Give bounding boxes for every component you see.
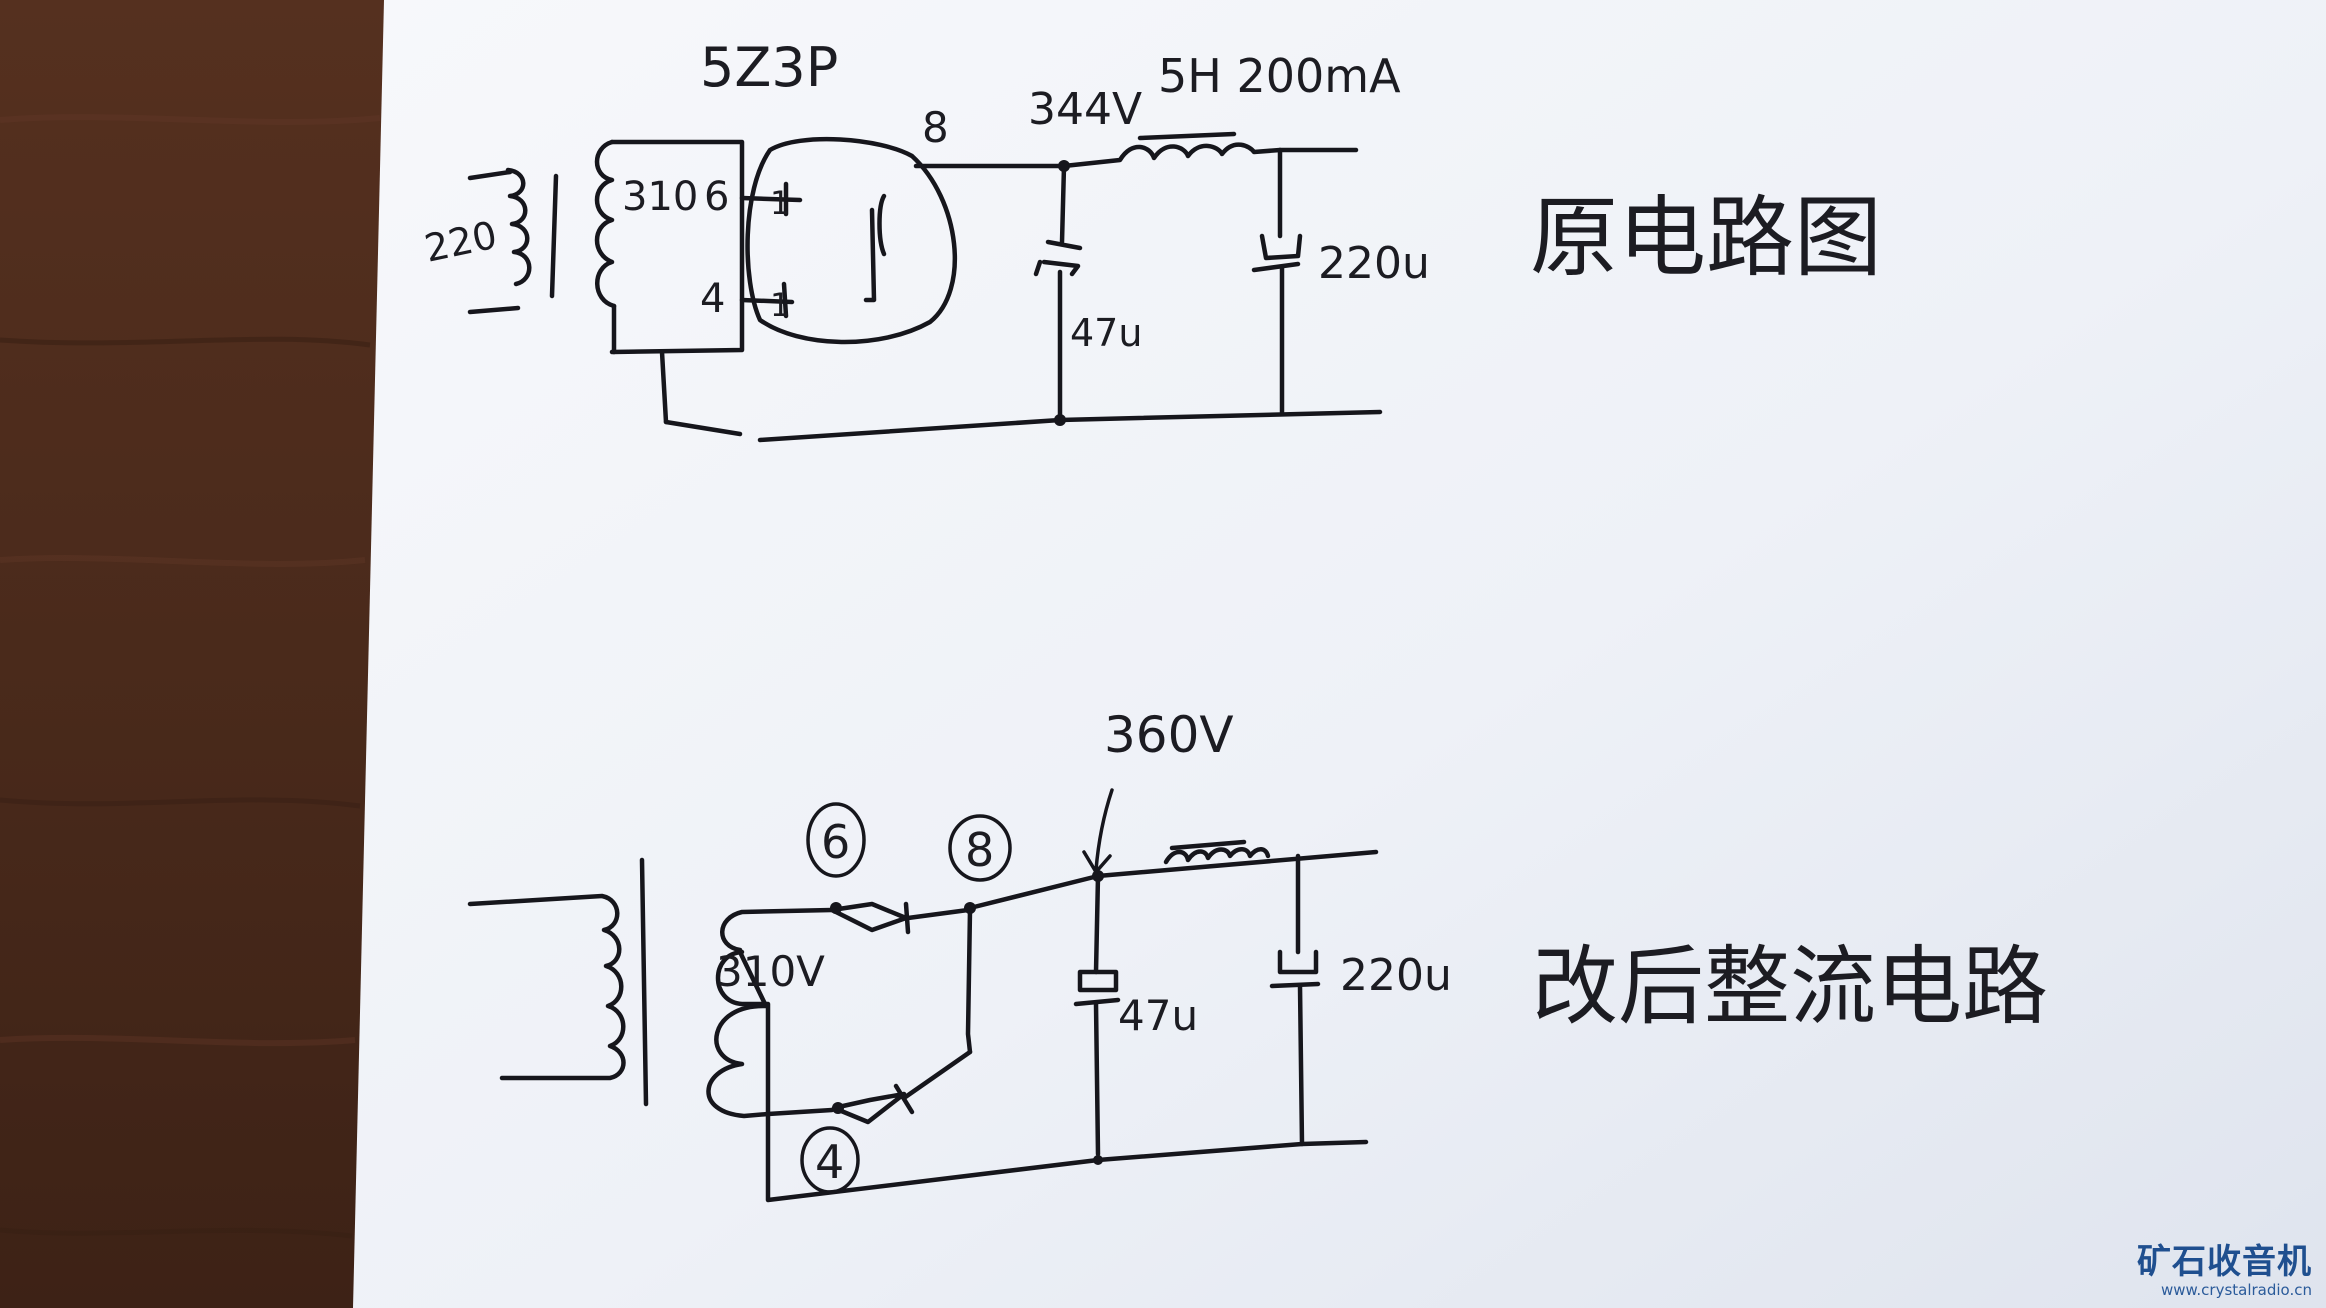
secondary-coil xyxy=(594,139,617,309)
cap-47u-d1 xyxy=(1033,239,1083,277)
tube-label: 5Z3P xyxy=(700,36,838,99)
choke-label: 5H 200mA xyxy=(1158,49,1401,103)
pin-6-label: 6 xyxy=(704,174,729,220)
voltage-344-label: 344V xyxy=(1028,84,1142,135)
secondary-voltage-label-d2: 310V xyxy=(716,947,825,996)
voltage-arrow xyxy=(1082,788,1114,874)
watermark-site-name: 矿石收音机 xyxy=(2137,1242,2312,1282)
node-4-circle xyxy=(800,1126,860,1194)
paper-sheet xyxy=(353,0,2326,1308)
pin-4-label: 4 xyxy=(700,276,725,322)
secondary-coil-d2 xyxy=(706,907,835,1119)
primary-coil xyxy=(505,167,532,287)
node-8-label: 8 xyxy=(965,823,994,877)
choke-5h xyxy=(1061,142,1359,169)
node-4-label: 4 xyxy=(815,1135,844,1189)
cap-47u-label-d2: 47u xyxy=(1118,991,1198,1040)
cap-220u-d1 xyxy=(1251,233,1303,273)
secondary-voltage-label: 310 xyxy=(622,174,698,220)
node-6-label: 6 xyxy=(821,815,850,869)
title-modified-rectifier: 改后整流电路 xyxy=(1532,937,2048,1037)
diagram-modified: 6 8 4 360V 310V 47u 220u 改后整流电路 xyxy=(467,706,2048,1203)
cap-47u-label-d1: 47u xyxy=(1070,311,1142,355)
diagram-original: 5Z3P 8 344V 5H 200mA 47u 220u 220 310 6 … xyxy=(421,36,1882,443)
pin-8-label: 8 xyxy=(922,103,949,152)
diode-1 xyxy=(829,901,971,935)
watermark-url: www.crystalradio.cn xyxy=(2160,1281,2312,1299)
choke-d2 xyxy=(1163,847,1271,865)
diode-2 xyxy=(831,1049,973,1125)
primary-coil-d2 xyxy=(467,893,626,1081)
watermark: 矿石收音机 www.crystalradio.cn xyxy=(2137,1245,2312,1298)
tube-pin-a-label: 1 xyxy=(770,184,790,222)
cap-220u-label-d1: 220u xyxy=(1318,238,1430,289)
cap-220u-d2 xyxy=(1269,949,1321,989)
node-8-circle xyxy=(948,814,1012,882)
cap-220u-label-d2: 220u xyxy=(1340,950,1452,1001)
node-6-circle xyxy=(806,802,866,878)
tube-pin-b-label: 1 xyxy=(770,286,790,324)
transformer-core-d2 xyxy=(639,857,649,1107)
voltage-360-label: 360V xyxy=(1104,706,1234,764)
tube-5z3p xyxy=(745,136,958,345)
transformer-core xyxy=(549,173,559,299)
title-original-circuit: 原电路图 xyxy=(1530,186,1882,289)
